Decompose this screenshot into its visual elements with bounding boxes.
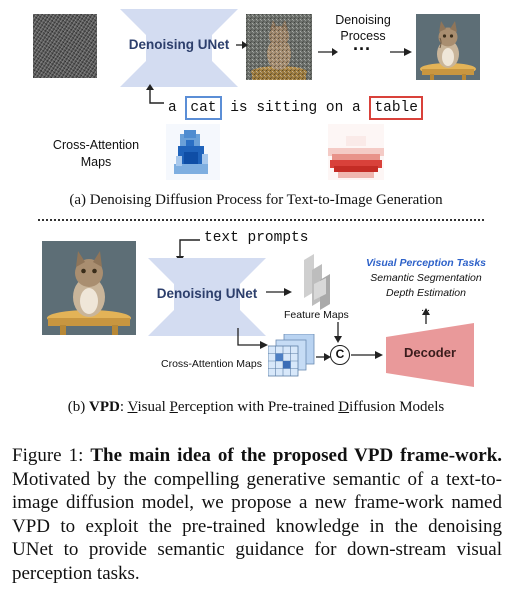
tasks-title: Visual Perception Tasks: [365, 257, 487, 269]
concat-symbol: C: [330, 345, 350, 365]
grid-to-concat-arrow-icon: [316, 353, 331, 361]
feature-arrow-icon: [266, 288, 292, 296]
arrow-right-icon: [236, 41, 248, 49]
panel-a-caption: (a) Denoising Diffusion Process for Text…: [69, 192, 443, 208]
unet-label-a: Denoising UNet: [128, 37, 230, 52]
visual-perception-tasks: Visual Perception Tasks Semantic Segment…: [362, 256, 490, 316]
caption-b-part0: :: [119, 399, 128, 415]
denoising-process-line2: Process: [340, 29, 386, 43]
denoising-process-line1: Denoising: [335, 13, 391, 27]
cat-attention-map: [166, 124, 220, 180]
partially-denoised-cat-image: [246, 14, 312, 80]
prompt-token-table: table: [369, 96, 423, 120]
cross-attention-maps-icon: [268, 334, 315, 377]
generated-cat-image: [416, 14, 480, 80]
caption-b-part5: D: [338, 399, 350, 415]
noise-image: [33, 14, 97, 78]
prompt-arrow-icon: [146, 84, 164, 104]
feature-to-concat-arrow-icon: [334, 322, 342, 343]
figure-caption: Figure 1: The main idea of the proposed …: [12, 444, 502, 585]
dotted-divider: [38, 219, 484, 221]
unet-shape-a: [120, 9, 238, 87]
text-prompt: a cat is sitting on a table: [168, 96, 423, 120]
prompt-token-a: a: [168, 100, 177, 116]
input-cat-image: [42, 241, 136, 335]
unet-shape-b: [148, 258, 266, 336]
table-attention-map: [328, 124, 384, 180]
denoising-process-label: Denoising Process: [322, 12, 404, 44]
decoder-shape: [386, 323, 474, 387]
caption-b-part2: isual: [137, 399, 170, 415]
decoder-to-tasks-arrow-icon: [422, 308, 430, 324]
caption-b-part1: V: [127, 399, 138, 415]
text-prompts-label: text prompts: [204, 230, 309, 246]
cross-attention-line1: Cross-Attention: [52, 138, 140, 152]
caption-b-prefix: (b): [67, 399, 90, 415]
decoder-label: Decoder: [403, 345, 457, 360]
feature-maps-icon: [304, 254, 330, 310]
cross-attention-line2: Maps: [80, 155, 112, 169]
task-more: ...: [421, 302, 431, 314]
unet-label-b: Denoising UNet: [156, 286, 258, 301]
caption-b-part6: iffusion Models: [349, 399, 445, 415]
caption-b-part3: P: [169, 399, 178, 415]
task-semantic-segmentation: Semantic Segmentation: [370, 272, 482, 284]
figure-caption-bold: The main idea of the proposed VPD frame-…: [90, 445, 503, 466]
concat-to-decoder-arrow-icon: [351, 351, 383, 359]
panel-b-caption: (b) VPD: Visual Perception with Pre-trai…: [0, 399, 512, 416]
figure-caption-body: Motivated by the compelling generative s…: [12, 468, 502, 584]
task-depth-estimation: Depth Estimation: [386, 287, 466, 299]
ellipsis: ···: [353, 39, 371, 59]
process-arrow-icon: [318, 48, 412, 56]
prompt-token-cat: cat: [185, 96, 222, 120]
concat-letter: C: [335, 347, 345, 361]
figure-caption-lead: Figure 1:: [12, 445, 91, 466]
caption-b-part4: erception with Pre-trained: [177, 399, 339, 415]
feature-maps-label: Feature Maps: [284, 309, 349, 321]
prompt-token-middle: is sitting on a: [230, 100, 361, 116]
caption-b-bold: VPD: [89, 399, 120, 415]
cross-attention-maps-label: Cross-Attention Maps: [44, 137, 148, 171]
cross-attn-arrow-icon: [237, 328, 268, 349]
cross-attention-maps-label-b: Cross-Attention Maps: [161, 358, 262, 370]
